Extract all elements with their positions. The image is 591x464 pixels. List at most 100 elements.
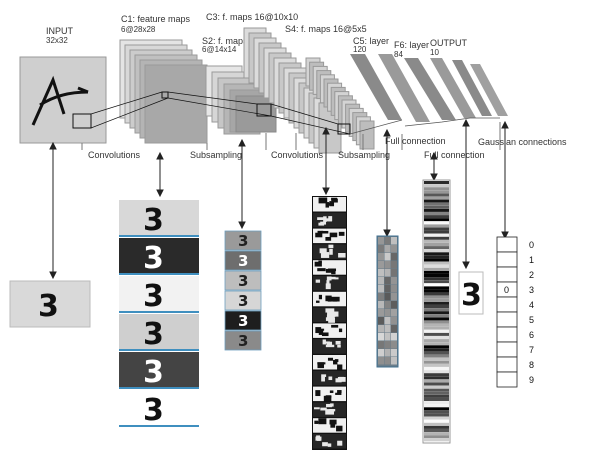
output-cell (496, 296, 518, 313)
s4-unit (378, 293, 384, 301)
f6-unit (424, 292, 449, 296)
f6-unit (424, 348, 449, 352)
s4-unit (391, 309, 397, 317)
s2-map (224, 310, 262, 331)
s4-unit (378, 253, 384, 261)
c3-activation-blob (321, 332, 329, 337)
f6-unit (424, 252, 449, 256)
s4-unit (378, 301, 384, 309)
c3-activation-blob (327, 296, 332, 302)
input-digit: 3 (38, 289, 59, 324)
arrowhead (238, 138, 246, 147)
s2-map (224, 230, 262, 251)
output-digit-label: 5 (529, 315, 534, 325)
s4-unit (384, 357, 391, 365)
c3-activation-blob (335, 340, 341, 345)
c3-activation-blob (314, 420, 319, 424)
c3-activation-blob (338, 231, 345, 236)
c3-activation-blob (324, 341, 330, 344)
c3-activation-blob (319, 248, 327, 254)
c3-activation-blob (331, 296, 340, 302)
connector-arrows (49, 118, 509, 280)
s2-map-digit: 3 (238, 252, 248, 270)
op-full-connection-1: Full connection (385, 136, 446, 146)
c3-activation-blob (321, 376, 325, 382)
c3-activation-blob (327, 268, 337, 272)
s4-title: S4: f. maps 16@5x5 (285, 24, 367, 34)
c3-activation-blob (337, 390, 342, 394)
f6-unit (424, 329, 449, 333)
f6-unit (424, 363, 449, 367)
c1-map (119, 200, 199, 237)
s4-unit (391, 293, 397, 301)
c3-activation-blob (327, 443, 332, 447)
c3-activation-blob (317, 230, 324, 234)
f6-unit (424, 184, 449, 188)
c3-activation-blob (315, 279, 321, 283)
input-letter-a (31, 75, 89, 126)
input-title: INPUT (46, 26, 74, 36)
c3-activation-blob (331, 268, 336, 275)
input-receptive-field (72, 113, 92, 129)
s4-unit (391, 269, 397, 277)
f6-unit (424, 398, 449, 401)
s2-map (224, 250, 262, 271)
f6-unit (424, 236, 449, 240)
f6-unit (424, 311, 449, 315)
s4-unit (384, 349, 391, 357)
c3-activation-blob (326, 276, 332, 281)
arrowhead (156, 189, 164, 198)
c3-activation-blob (338, 253, 346, 258)
c3-activation-blob (316, 300, 320, 303)
s4-unit (384, 333, 391, 341)
f6-unit (424, 277, 449, 281)
f6-unit (424, 264, 449, 268)
c1-map-digit: 3 (143, 355, 164, 390)
op-subsampling-1: Subsampling (190, 150, 242, 160)
c3-activation-blob (336, 425, 343, 432)
f6-unit (424, 360, 449, 364)
f6-unit (424, 243, 449, 246)
c3-activation-blob (329, 419, 337, 425)
c3-activation-blob (329, 248, 333, 255)
f6-unit (424, 357, 449, 361)
f6-unit (424, 320, 449, 324)
c3-activation-blob (337, 364, 343, 371)
architecture-strip: INPUT 32x32 C1: feature maps 6@28x28 (19, 12, 567, 160)
f6-unit (424, 326, 449, 330)
f6-unit (424, 404, 449, 408)
s2-map-digit: 3 (238, 332, 248, 350)
output-digit-label: 2 (529, 270, 534, 280)
s4-unit (384, 301, 391, 309)
c1-map-digit: 3 (143, 317, 164, 352)
c3-activation-blob (315, 327, 322, 334)
c3-map (313, 276, 346, 291)
s4-unit (391, 317, 397, 325)
f6-unit (424, 196, 449, 200)
arrowhead (462, 261, 470, 270)
c3-stack (243, 27, 342, 154)
c3-activation-blob (314, 407, 320, 410)
c3-activation-blob (325, 283, 331, 290)
f6-unit (424, 280, 449, 284)
s4-unit (391, 245, 397, 253)
c3-title: C3: f. maps 16@10x10 (206, 12, 298, 22)
f6-unit (424, 345, 449, 349)
f6-unit (424, 295, 449, 299)
s4-activations (376, 235, 399, 368)
c3-activation-blob (320, 221, 327, 225)
s4-unit (378, 237, 384, 245)
f6-unit (424, 258, 449, 262)
c3-activation-blob (325, 344, 335, 348)
f6-unit (424, 435, 449, 439)
c3-activation-blob (318, 260, 322, 263)
s2-map-digit: 3 (238, 312, 248, 330)
c3-activation-blob (335, 392, 342, 395)
f6-size: 84 (394, 50, 403, 59)
c3-activation-blob (328, 244, 334, 249)
f6-unit (424, 314, 449, 318)
c3-activation-blob (330, 421, 336, 428)
f6-unit (424, 224, 449, 228)
c3-activation-blob (318, 329, 324, 335)
